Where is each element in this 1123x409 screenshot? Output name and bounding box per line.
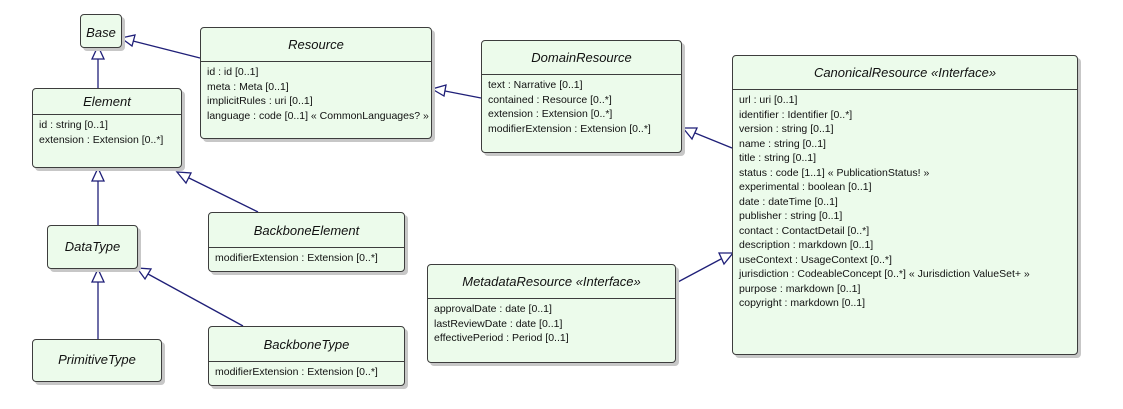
- class-attribute: useContext : UsageContext [0..*]: [739, 253, 892, 266]
- class-attribute: language : code [0..1] « CommonLanguages…: [207, 109, 429, 122]
- class-resource-attributes: id : id [0..1] meta : Meta [0..1] implic…: [201, 61, 431, 126]
- class-primitivetype[interactable]: PrimitiveType: [32, 339, 162, 382]
- class-attribute: modifierExtension : Extension [0..*]: [488, 122, 651, 135]
- arrowhead-canonicalresource-domainresource: [681, 127, 699, 141]
- class-domainresource[interactable]: DomainResource text : Narrative [0..1] c…: [481, 40, 682, 153]
- class-attribute: id : id [0..1]: [207, 66, 259, 78]
- class-attribute: modifierExtension : Extension [0..*]: [215, 366, 378, 378]
- class-resource-name: Resource: [288, 37, 344, 52]
- class-element-attributes: id : string [0..1] extension : Extension…: [33, 114, 181, 150]
- class-attribute: lastReviewDate : date [0..1]: [434, 317, 563, 330]
- edge-backboneelement-element: [188, 177, 259, 213]
- class-attribute: text : Narrative [0..1]: [488, 79, 583, 91]
- class-canonicalresource-name: CanonicalResource «Interface»: [813, 65, 997, 80]
- class-primitivetype-name: PrimitiveType: [58, 352, 136, 367]
- class-backbonetype-name: BackboneType: [263, 337, 350, 352]
- class-resource[interactable]: Resource id : id [0..1] meta : Meta [0..…: [200, 27, 432, 139]
- arrowhead-resource-base: [119, 34, 136, 48]
- class-datatype[interactable]: DataType: [47, 225, 138, 269]
- class-attribute: extension : Extension [0..*]: [39, 133, 164, 146]
- class-attribute: identifier : Identifier [0..*]: [739, 108, 853, 121]
- class-backbonetype[interactable]: BackboneType modifierExtension : Extensi…: [208, 326, 405, 386]
- arrowhead-element-base: [90, 44, 106, 60]
- class-backboneelement[interactable]: BackboneElement modifierExtension : Exte…: [208, 212, 405, 272]
- class-backboneelement-attributes: modifierExtension : Extension [0..*]: [209, 247, 404, 269]
- class-attribute: publisher : string [0..1]: [739, 210, 843, 222]
- class-metadataresource-attributes: approvalDate : date [0..1] lastReviewDat…: [428, 298, 675, 349]
- arrowhead-backbonetype-datatype: [135, 267, 153, 281]
- class-attribute: contact : ContactDetail [0..*]: [739, 224, 870, 237]
- class-attribute: effectivePeriod : Period [0..1]: [434, 332, 569, 344]
- class-datatype-name: DataType: [64, 239, 121, 254]
- class-attribute: implicitRules : uri [0..1]: [207, 95, 313, 107]
- class-domainresource-name: DomainResource: [531, 50, 632, 65]
- class-attribute: description : markdown [0..1]: [739, 239, 874, 251]
- class-base[interactable]: Base: [80, 14, 122, 48]
- arrowhead-datatype-element: [90, 166, 106, 182]
- edge-backbonetype-datatype: [147, 273, 244, 327]
- class-element-name: Element: [83, 94, 131, 109]
- class-metadataresource[interactable]: MetadataResource «Interface» approvalDat…: [427, 264, 676, 363]
- edge-metadataresource-canonicalresource: [675, 258, 722, 284]
- class-backbonetype-attributes: modifierExtension : Extension [0..*]: [209, 361, 404, 383]
- class-backboneelement-name: BackboneElement: [253, 223, 360, 238]
- class-attribute: approvalDate : date [0..1]: [434, 303, 552, 315]
- class-attribute: status : code [1..1] « PublicationStatus…: [739, 166, 930, 179]
- edge-domainresource-resource: [444, 90, 482, 99]
- class-element[interactable]: Element id : string [0..1] extension : E…: [32, 88, 182, 168]
- arrowhead-backboneelement-element: [175, 171, 193, 185]
- arrowhead-metadataresource-canonicalresource: [717, 252, 735, 266]
- edge-resource-base: [132, 40, 201, 59]
- edge-canonicalresource-domainresource: [694, 132, 733, 149]
- arrowhead-primitivetype-datatype: [90, 267, 106, 283]
- class-attribute: url : uri [0..1]: [739, 94, 798, 106]
- class-domainresource-attributes: text : Narrative [0..1] contained : Reso…: [482, 74, 681, 139]
- class-attribute: contained : Resource [0..*]: [488, 93, 612, 106]
- class-metadataresource-name: MetadataResource «Interface»: [462, 274, 641, 289]
- class-attribute: extension : Extension [0..*]: [488, 108, 613, 120]
- class-canonicalresource[interactable]: CanonicalResource «Interface» url : uri …: [732, 55, 1078, 355]
- class-attribute: id : string [0..1]: [39, 119, 108, 131]
- class-attribute: meta : Meta [0..1]: [207, 80, 289, 93]
- class-canonicalresource-attributes: url : uri [0..1] identifier : Identifier…: [733, 89, 1077, 314]
- class-attribute: date : dateTime [0..1]: [739, 195, 838, 208]
- class-attribute: title : string [0..1]: [739, 152, 817, 164]
- class-base-name: Base: [86, 25, 116, 40]
- class-attribute: name : string [0..1]: [739, 137, 826, 150]
- class-attribute: copyright : markdown [0..1]: [739, 297, 866, 309]
- class-attribute: version : string [0..1]: [739, 123, 834, 135]
- arrowhead-domainresource-resource: [430, 84, 447, 98]
- class-attribute: modifierExtension : Extension [0..*]: [215, 252, 378, 264]
- class-attribute: experimental : boolean [0..1]: [739, 181, 872, 193]
- class-attribute: purpose : markdown [0..1]: [739, 282, 861, 295]
- class-attribute: jurisdiction : CodeableConcept [0..*] « …: [739, 268, 1030, 280]
